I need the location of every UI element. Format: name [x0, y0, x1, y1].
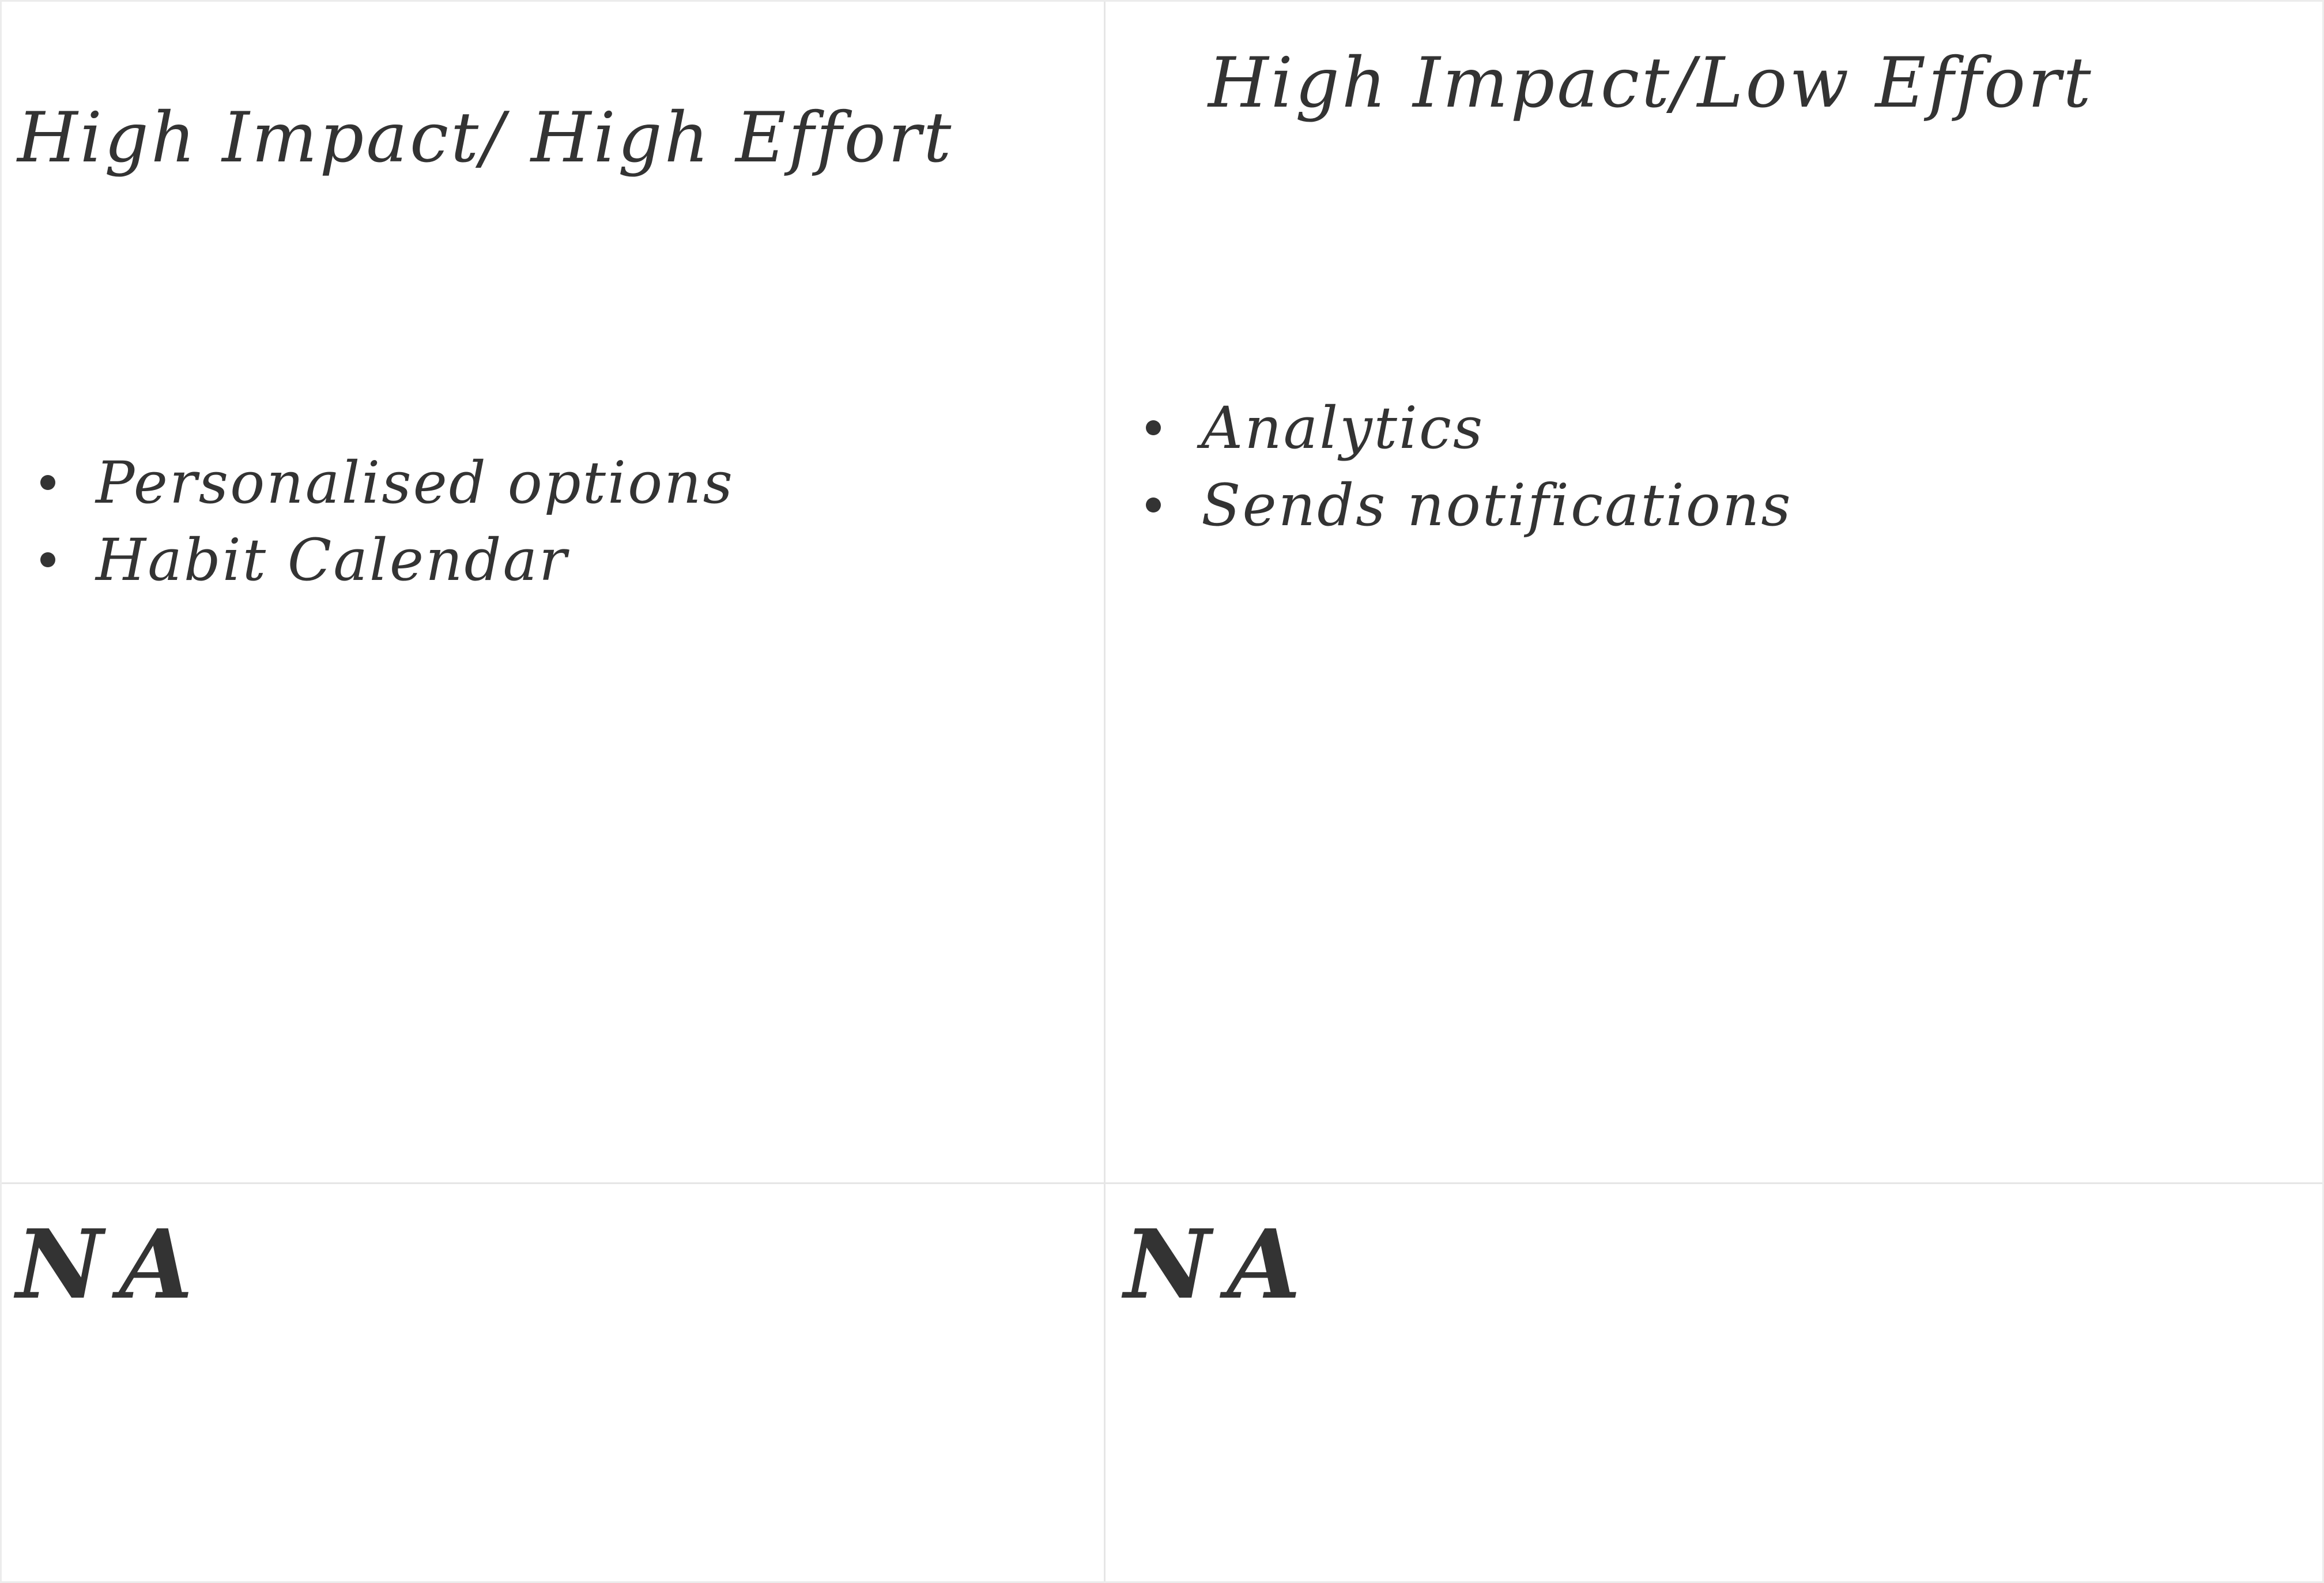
bullet-dot-icon: [40, 552, 55, 567]
quadrant-high-impact-high-effort: High Impact/ High Effort Personalised op…: [0, 0, 1104, 1183]
list-item-text: Analytics: [1201, 394, 1485, 462]
list-item: Personalised options: [40, 444, 734, 521]
bullet-list: Personalised options Habit Calendar: [40, 444, 734, 598]
list-item: Habit Calendar: [40, 521, 734, 598]
list-item-text: Habit Calendar: [96, 526, 568, 594]
quadrant-heading: High Impact/ High Effort: [17, 98, 954, 178]
list-item: Sends notifications: [1146, 466, 1793, 544]
bullet-dot-icon: [1146, 497, 1161, 512]
vertical-divider: [1104, 0, 1106, 1583]
horizontal-divider: [0, 1182, 2324, 1184]
list-item: Analytics: [1146, 389, 1793, 466]
quadrant-bottom-right: NA: [1104, 1183, 2324, 1583]
bullet-dot-icon: [40, 475, 55, 490]
list-item-text: Sends notifications: [1201, 471, 1793, 539]
list-item-text: Personalised options: [96, 448, 734, 517]
quadrant-bottom-left: NA: [0, 1183, 1104, 1583]
quadrant-heading: NA: [1124, 1208, 1317, 1320]
quadrant-high-impact-low-effort: High Impact/Low Effort Analytics Sends n…: [1104, 0, 2324, 1183]
bullet-list: Analytics Sends notifications: [1146, 389, 1793, 544]
bullet-dot-icon: [1146, 420, 1161, 435]
quadrant-heading: NA: [16, 1208, 209, 1320]
quadrant-heading: High Impact/Low Effort: [1208, 43, 2093, 123]
